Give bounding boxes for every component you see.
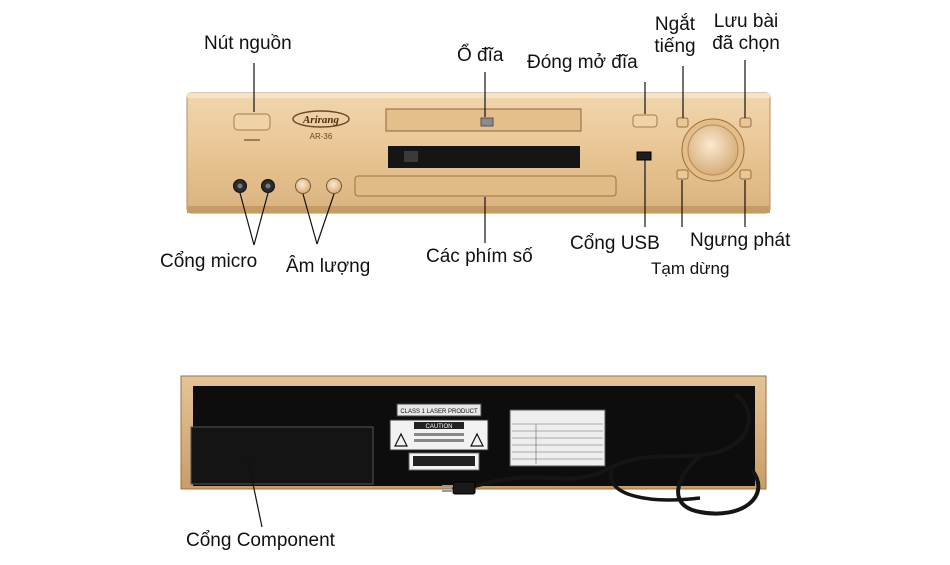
label-power-button: Nút nguồn: [204, 33, 292, 54]
jog-dial[interactable]: [681, 118, 745, 182]
spec-label: [509, 409, 606, 467]
save-button[interactable]: [739, 117, 752, 128]
mute-button[interactable]: [676, 117, 689, 128]
label-eject: Đóng mở đĩa: [527, 52, 638, 73]
micro-ports[interactable]: [233, 179, 275, 193]
label-save-song: Lưu bài đã chọn: [712, 11, 780, 54]
barcode-label: [408, 452, 480, 471]
label-micro-ports: Cổng micro: [160, 251, 258, 272]
volume-knobs[interactable]: [295, 178, 342, 194]
label-pause: Tạm dừng: [651, 259, 730, 278]
eject-button[interactable]: [632, 114, 658, 128]
svg-text:CAUTION: CAUTION: [426, 424, 453, 430]
label-component-ports: Cổng Component: [186, 530, 335, 551]
component-ports[interactable]: [190, 426, 374, 485]
usb-port[interactable]: [636, 151, 652, 161]
label-mute: Ngắt tiếng: [654, 14, 696, 57]
power-cord: [442, 392, 761, 516]
label-disc-drive: Ổ đĩa: [457, 45, 504, 66]
brand-logo: Arirang AR-36: [292, 110, 350, 141]
stop-button[interactable]: [739, 169, 752, 180]
pause-button[interactable]: [676, 169, 689, 180]
front-panel: Arirang AR-36: [186, 92, 771, 214]
svg-text:CLASS 1 LASER PRODUCT: CLASS 1 LASER PRODUCT: [400, 409, 478, 415]
label-stop: Ngưng phát: [690, 230, 791, 251]
pointer-lines: [239, 60, 746, 528]
caution-label: CAUTION: [389, 419, 489, 451]
rear-panel: CLASS 1 LASER PRODUCT CAUTION: [180, 375, 767, 516]
display-window: [388, 146, 580, 168]
svg-text:AR-36: AR-36: [310, 132, 333, 141]
label-number-keys: Các phím số: [426, 246, 533, 267]
svg-text:Arirang: Arirang: [302, 114, 340, 126]
laser-label: [396, 403, 482, 417]
label-volume: Âm lượng: [286, 256, 371, 277]
number-keys[interactable]: [354, 175, 617, 197]
label-usb-port: Cổng USB: [570, 233, 660, 254]
power-button[interactable]: [233, 113, 271, 131]
